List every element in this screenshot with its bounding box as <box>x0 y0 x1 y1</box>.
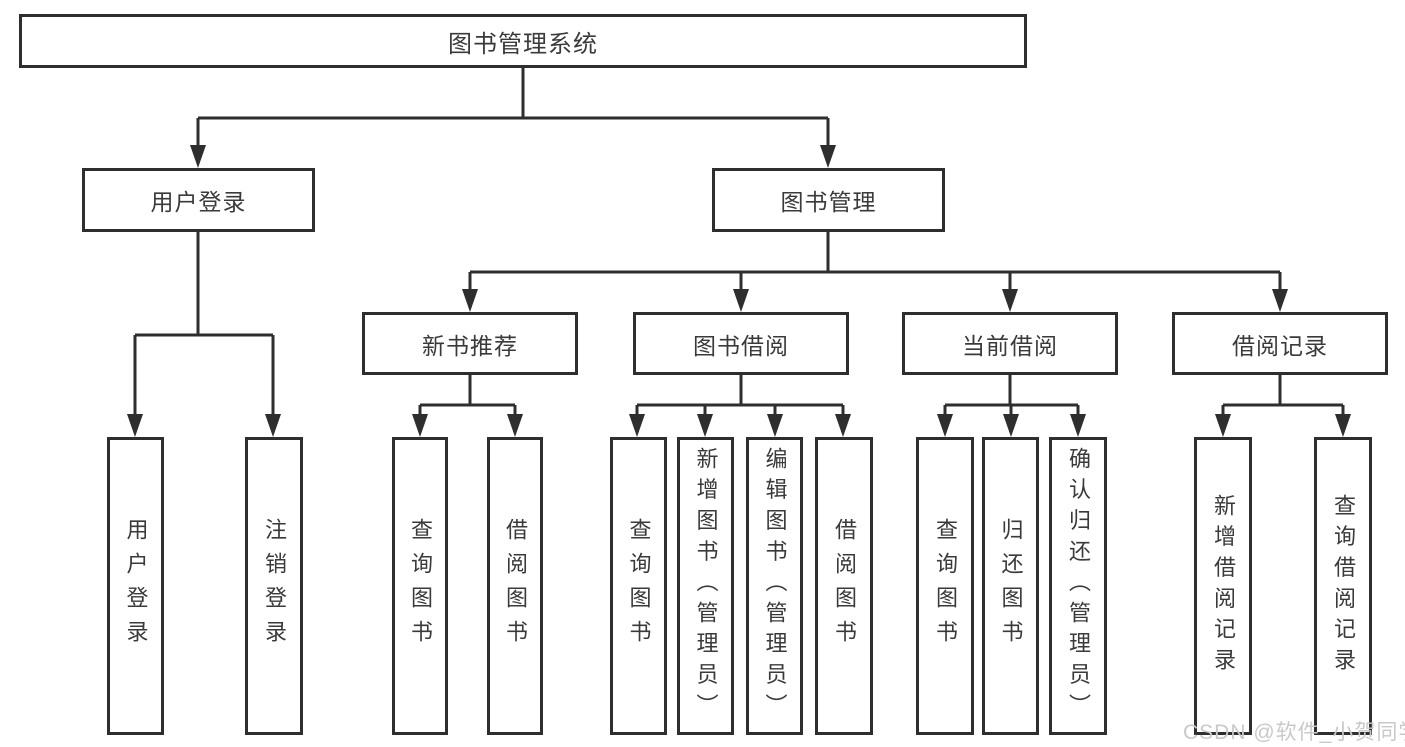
leaf-add-books-admin: 新增图书（管理员） <box>677 437 734 735</box>
arrowhead-icon <box>733 289 749 312</box>
arrowhead-icon <box>937 414 953 437</box>
leaf-query-borrow-record-label: 查询借阅记录 <box>1331 493 1356 679</box>
leaf-user-login: 用户登录 <box>107 437 164 735</box>
arrowhead-icon <box>412 414 428 437</box>
arrowhead-icon <box>767 414 783 437</box>
leaf-query-books-current: 查询图书 <box>916 437 974 735</box>
leaf-return-books: 归还图书 <box>982 437 1039 735</box>
node-current-borrowing: 当前借阅 <box>902 312 1118 375</box>
node-book-borrowing-label: 图书借阅 <box>693 332 789 359</box>
arrowhead-icon <box>127 414 143 437</box>
node-new-book-recommend-label: 新书推荐 <box>422 332 518 359</box>
node-borrowing-records-label: 借阅记录 <box>1232 332 1328 359</box>
leaf-confirm-return-admin: 确认归还（管理员） <box>1049 437 1107 735</box>
csdn-watermark: CSDN @软件_小贺同学 <box>1183 721 1405 744</box>
leaf-logout-label: 注销登录 <box>262 517 287 655</box>
leaf-query-books-borrow: 查询图书 <box>610 437 667 735</box>
leaf-query-books-current-label: 查询图书 <box>933 517 958 655</box>
arrowhead-icon <box>697 414 713 437</box>
node-root-system: 图书管理系统 <box>19 14 1027 68</box>
node-root-label: 图书管理系统 <box>448 30 598 58</box>
leaf-logout: 注销登录 <box>245 437 303 735</box>
leaf-query-books-recommend: 查询图书 <box>392 437 448 735</box>
arrowhead-icon <box>190 145 206 168</box>
leaf-borrow-books-recommend-label: 借阅图书 <box>503 517 528 655</box>
node-user-login-label: 用户登录 <box>150 189 247 215</box>
leaf-add-borrow-record-label: 新增借阅记录 <box>1211 493 1236 679</box>
arrowhead-icon <box>835 414 851 437</box>
leaf-query-books-borrow-label: 查询图书 <box>626 517 652 655</box>
node-new-book-recommend: 新书推荐 <box>362 312 578 375</box>
leaf-edit-books-admin-label: 编辑图书（管理员） <box>762 447 788 725</box>
leaf-add-borrow-record: 新增借阅记录 <box>1194 437 1252 735</box>
arrowhead-icon <box>820 145 836 168</box>
arrowhead-icon <box>1272 289 1288 312</box>
node-book-management-label: 图书管理 <box>780 189 877 215</box>
node-borrowing-records: 借阅记录 <box>1172 312 1388 375</box>
node-book-management: 图书管理 <box>712 168 945 232</box>
arrowhead-icon <box>1003 414 1019 437</box>
arrowhead-icon <box>1070 414 1086 437</box>
arrowhead-icon <box>507 414 523 437</box>
arrowhead-icon <box>265 414 281 437</box>
leaf-edit-books-admin: 编辑图书（管理员） <box>746 437 803 735</box>
node-book-borrowing: 图书借阅 <box>633 312 849 375</box>
node-current-borrowing-label: 当前借阅 <box>962 332 1058 359</box>
leaf-add-books-admin-label: 新增图书（管理员） <box>693 447 719 725</box>
leaf-borrow-books-recommend: 借阅图书 <box>487 437 543 735</box>
leaf-return-books-label: 归还图书 <box>998 517 1024 655</box>
arrowhead-icon <box>1002 289 1018 312</box>
leaf-borrow-books-label: 借阅图书 <box>832 517 857 655</box>
leaf-query-borrow-record: 查询借阅记录 <box>1314 437 1372 735</box>
leaf-user-login-label: 用户登录 <box>123 517 149 655</box>
leaf-borrow-books: 借阅图书 <box>815 437 873 735</box>
node-user-login: 用户登录 <box>82 168 315 232</box>
arrowhead-icon <box>462 289 478 312</box>
arrowhead-icon <box>629 414 645 437</box>
leaf-query-books-recommend-label: 查询图书 <box>408 517 433 655</box>
arrowhead-icon <box>1335 414 1351 437</box>
arrowhead-icon <box>1215 414 1231 437</box>
leaf-confirm-return-admin-label: 确认归还（管理员） <box>1066 447 1091 725</box>
